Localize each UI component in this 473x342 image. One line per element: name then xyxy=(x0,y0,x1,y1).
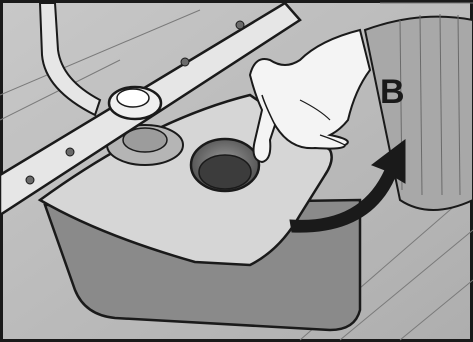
step-label-b: B xyxy=(380,73,405,111)
spray-arm-hub-top xyxy=(117,89,149,107)
filter-cylinder-inner xyxy=(199,155,251,189)
